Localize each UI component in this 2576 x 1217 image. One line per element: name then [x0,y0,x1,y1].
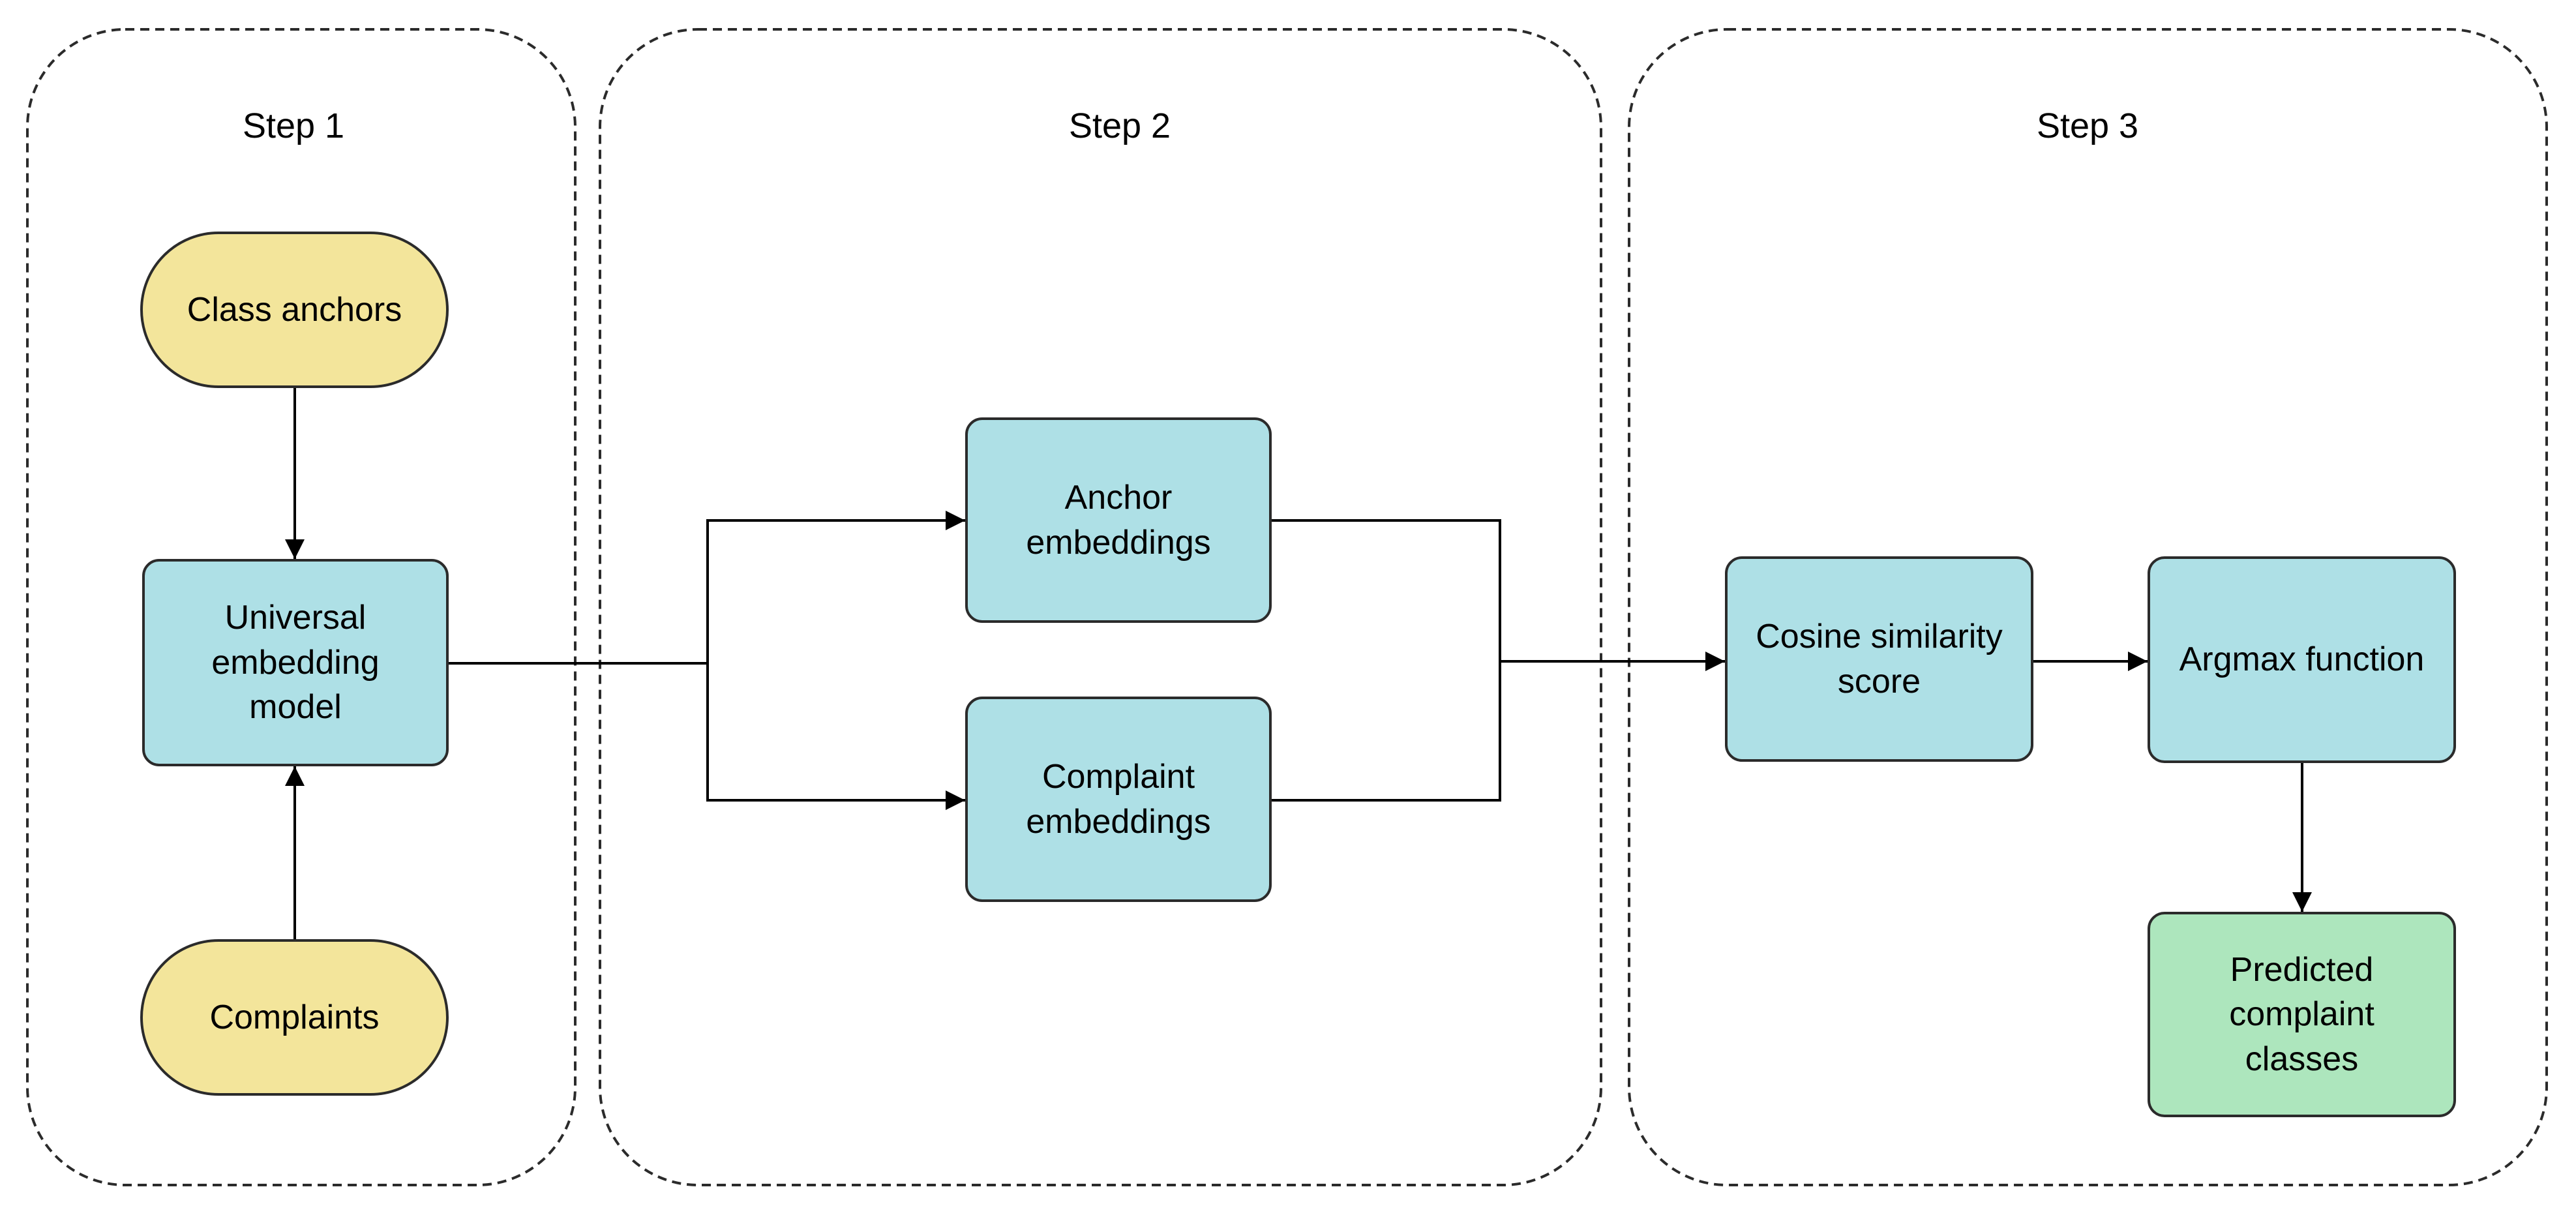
arrow-split-to-complaint-embeddings [706,663,965,810]
step-1-title: Step 1 [242,106,345,145]
complaints-label: Complaints [209,998,380,1036]
cosine-similarity-label: Cosine similarity score [1756,617,2003,700]
connector-anchor-embeddings-to-merge [1272,519,1501,661]
step-3-title: Step 3 [2036,106,2139,145]
universal-embedding-model-node: Universal embedding model [142,559,449,766]
class-anchors-node: Class anchors [140,232,449,388]
anchor-embeddings-node: Anchor embeddings [965,417,1272,623]
predicted-classes-node: Predicted complaint classes [2148,912,2456,1117]
argmax-function-label: Argmax function [2179,640,2425,679]
class-anchors-label: Class anchors [187,290,402,329]
step-2-title: Step 2 [1068,106,1171,145]
argmax-function-node: Argmax function [2148,556,2456,763]
complaint-embeddings-label: Complaint embeddings [1026,757,1211,841]
connector-complaint-embeddings-to-merge [1272,661,1501,802]
step-2-panel [599,28,1602,1186]
complaints-node: Complaints [140,939,449,1096]
anchor-embeddings-label: Anchor embeddings [1026,478,1211,562]
complaint-embeddings-node: Complaint embeddings [965,697,1272,902]
predicted-classes-label: Predicted complaint classes [2229,950,2374,1078]
universal-embedding-model-label: Universal embedding model [211,599,380,727]
arrow-split-to-anchor-embeddings [706,511,965,663]
cosine-similarity-node: Cosine similarity score [1725,556,2033,762]
step-3-panel [1628,28,2548,1186]
